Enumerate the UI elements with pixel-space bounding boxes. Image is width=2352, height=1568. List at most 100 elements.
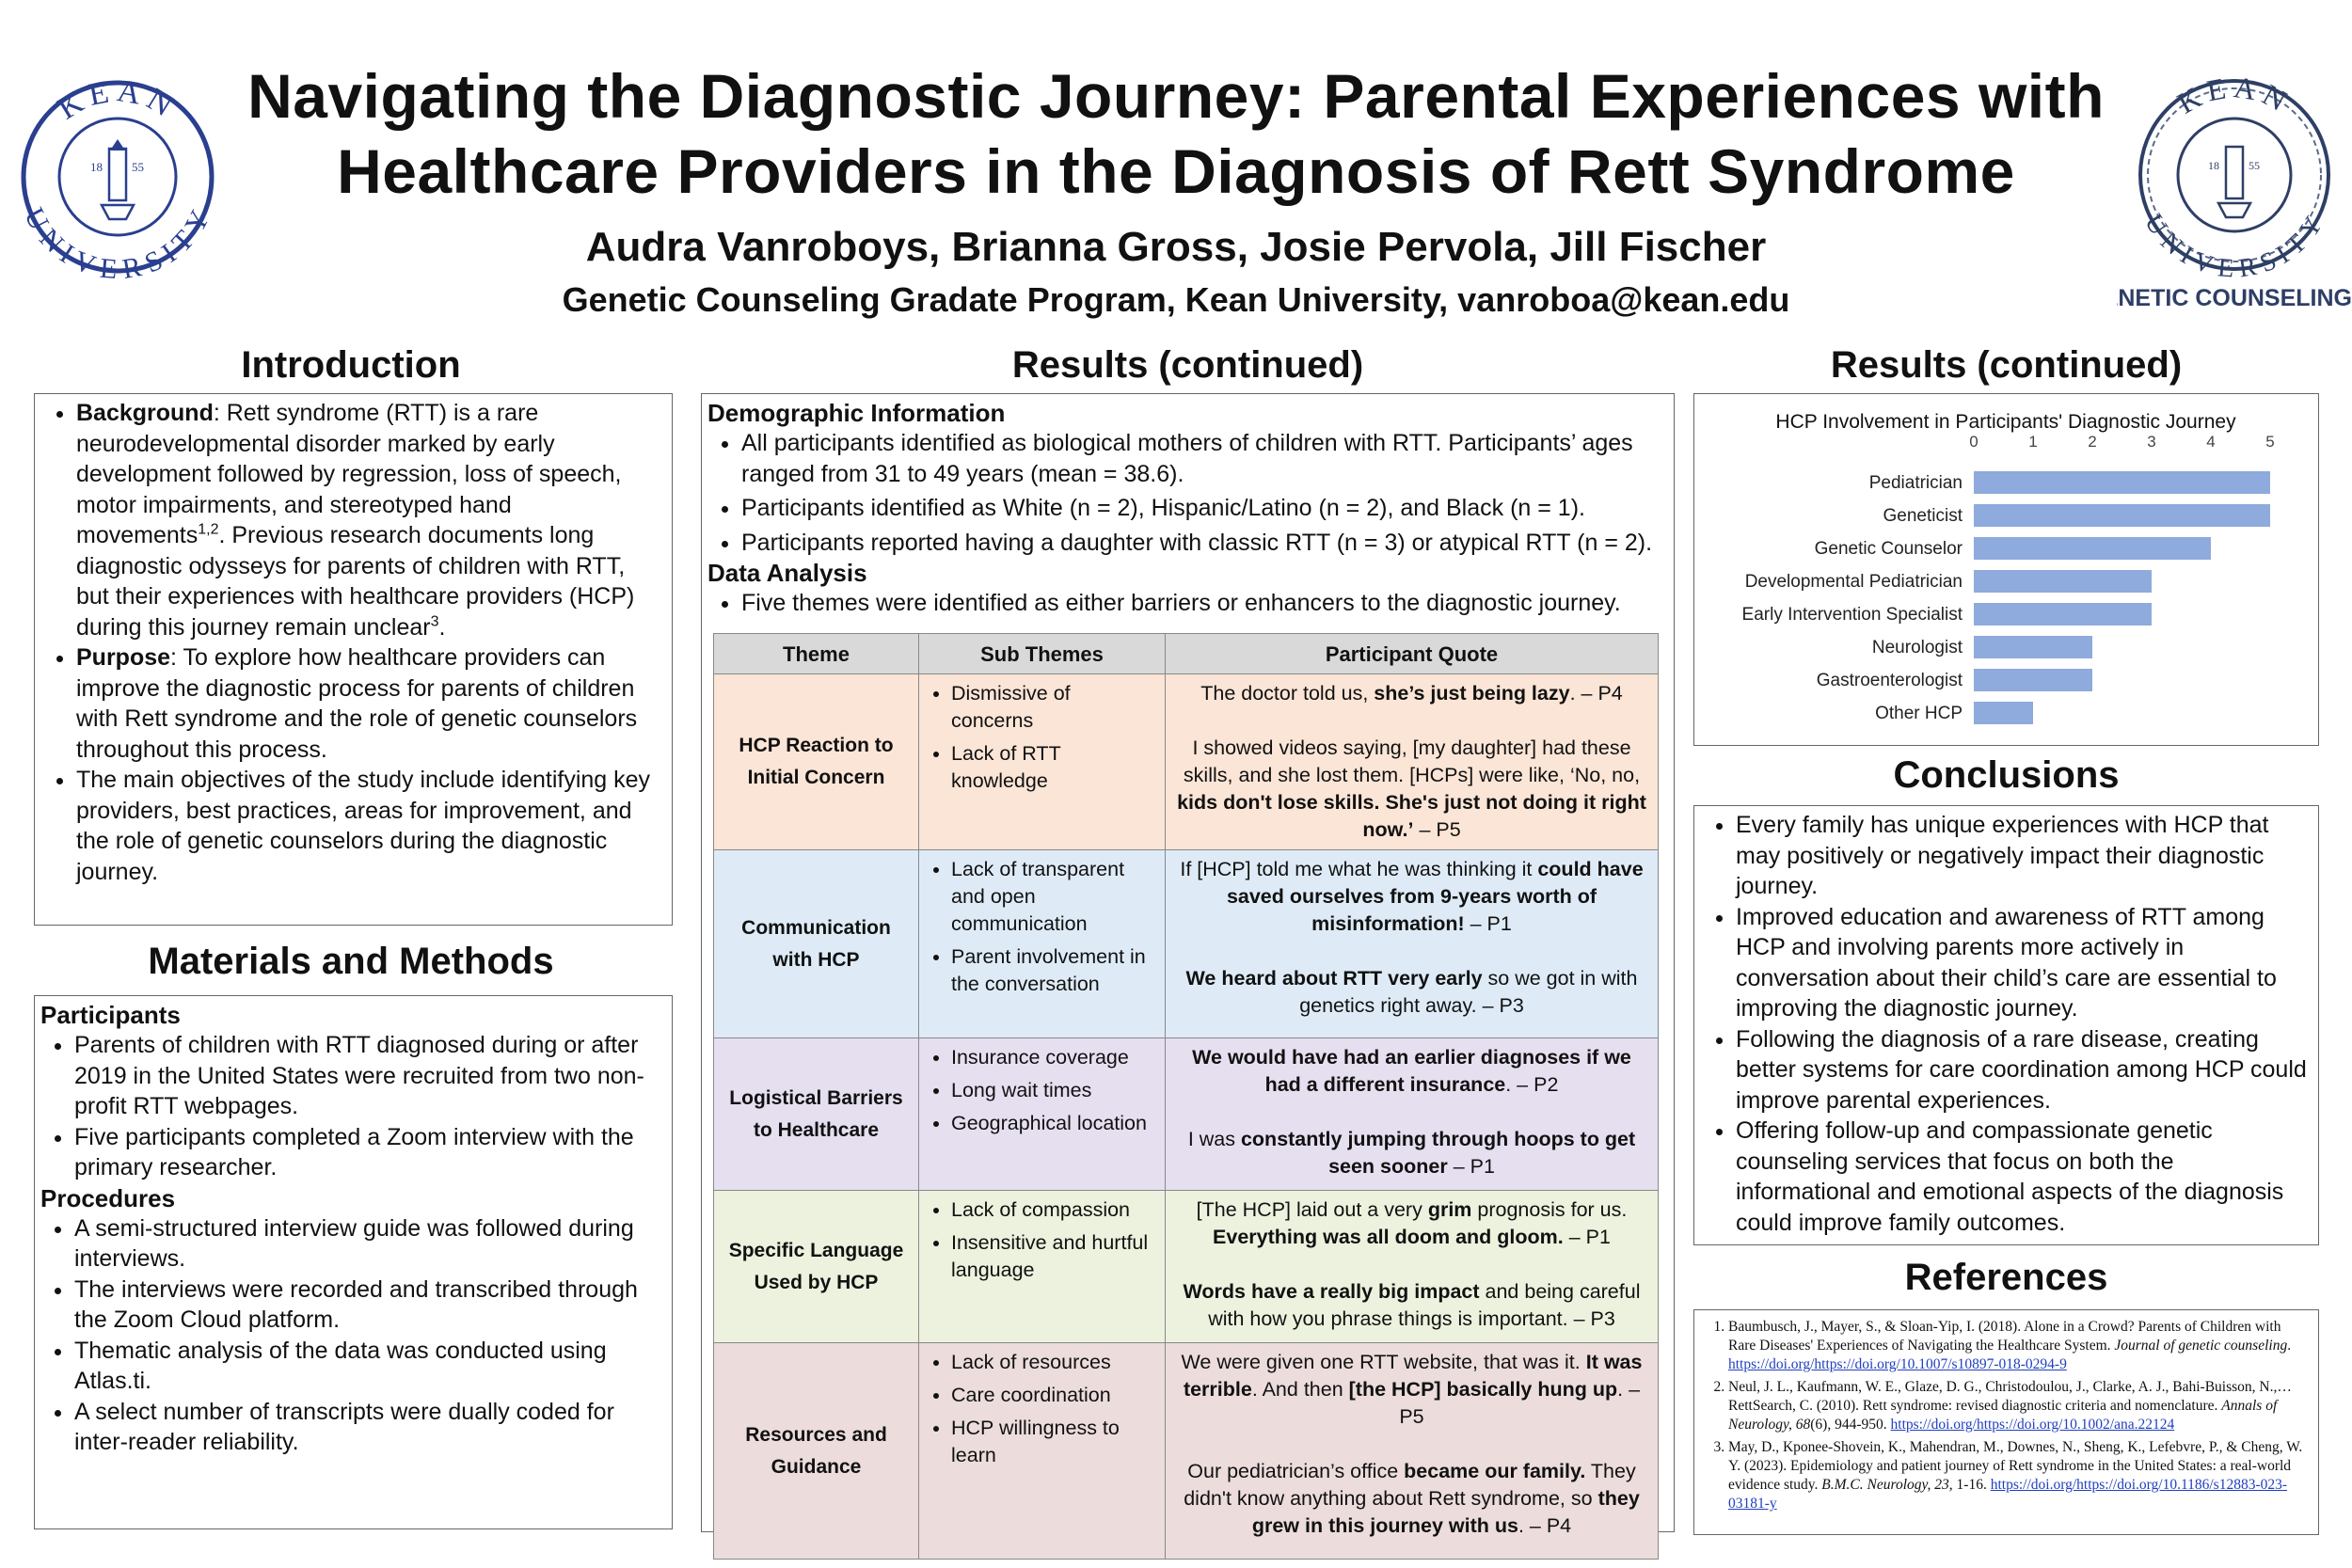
demographics-heading: Demographic Information (707, 399, 1006, 427)
authors: Audra Vanroboys, Brianna Gross, Josie Pe… (585, 224, 1767, 270)
bar-genetic-counselor (1974, 537, 2211, 560)
analysis-list: Five themes were identified as either ba… (707, 588, 1668, 619)
participant-quote: I was constantly jumping through hoops t… (1187, 1128, 1636, 1178)
list-item: A select number of transcripts were dual… (74, 1397, 666, 1458)
table-row: Specific Language Used by HCP Lack of com… (713, 1190, 1659, 1343)
theme-cell: Communication with HCP (713, 849, 919, 1038)
quote-cell: We would have had an earlier diagnoses i… (1165, 1037, 1659, 1191)
bar-geneticist (1974, 504, 2270, 527)
x-tick-label: 3 (2147, 433, 2155, 451)
bar-neurologist (1974, 636, 2092, 658)
results-right-heading: Results (continued) (1830, 344, 2183, 386)
reference-link[interactable]: https://doi.org/https://doi.org/10.1186/… (1728, 1477, 2288, 1512)
methods-heading: Materials and Methods (148, 941, 554, 982)
list-item: Improved education and awareness of RTT … (1736, 902, 2311, 1024)
genetic-counseling-caption: GENETIC COUNSELING (2117, 285, 2352, 311)
column-header: Theme (713, 633, 919, 674)
subthemes-list: Lack of resourcesCare coordinationHCP wi… (927, 1349, 1157, 1469)
list-item: All participants identified as biologica… (741, 428, 1668, 489)
list-item: Parents of children with RTT diagnosed d… (74, 1030, 666, 1122)
introduction-list: Background: Rett syndrome (RTT) is a rar… (37, 398, 662, 887)
list-item: The interviews were recorded and transcr… (74, 1275, 666, 1336)
conclusions-box: Every family has unique experiences with… (1693, 805, 2319, 1245)
results-mid-heading: Results (continued) (1011, 344, 1364, 386)
poster-title: Navigating the Diagnostic Journey: Paren… (216, 58, 2136, 209)
bar-other-hcp (1974, 702, 2033, 724)
table-header-row: Theme Sub Themes Participant Quote (713, 633, 1659, 674)
bar-pediatrician (1974, 471, 2270, 494)
quote-cell: We were given one RTT website, that was … (1165, 1342, 1659, 1560)
category-label: Developmental Pediatrician (1745, 572, 1963, 592)
reference-link[interactable]: https://doi.org/https://doi.org/10.1007/… (1728, 1356, 2067, 1372)
seal-year-right: 55 (132, 160, 144, 174)
column-header: Participant Quote (1165, 633, 1659, 674)
subthemes-cell: Dismissive of concernsLack of RTT knowle… (918, 673, 1166, 850)
conclusions-list: Every family has unique experiences with… (1696, 810, 2311, 1238)
category-label: Other HCP (1875, 704, 1963, 723)
x-tick-label: 0 (1969, 433, 1978, 451)
list-item: The main objectives of the study include… (76, 765, 662, 887)
themes-table-body: HCP Reaction to Initial ConcernDismissiv… (713, 673, 1659, 1560)
list-item: Background: Rett syndrome (RTT) is a rar… (76, 398, 662, 642)
table-row: Communication with HCPLack of transparen… (713, 849, 1659, 1038)
participant-quote: Our pediatrician’s office became our fam… (1184, 1460, 1640, 1537)
theme-cell: Specific Language Used by HCP (713, 1190, 919, 1343)
subthemes-cell: Lack of resourcesCare coordinationHCP wi… (918, 1342, 1166, 1560)
chart-box: HCP Involvement in Participants' Diagnos… (1693, 393, 2319, 746)
introduction-heading: Introduction (241, 344, 461, 386)
list-item: Lack of RTT knowledge (951, 740, 1157, 795)
list-item: Five participants completed a Zoom inter… (74, 1122, 666, 1183)
list-item: Every family has unique experiences with… (1736, 810, 2311, 902)
category-label: Early Intervention Specialist (1742, 605, 1963, 625)
x-tick-label: 1 (2028, 433, 2037, 451)
kean-seal-icon: KEAN UNIVERSITY 18 55 (18, 73, 215, 286)
bar-gastroenterologist (1974, 669, 2092, 691)
reference-item: May, D., Kponee-Shovein, K., Mahendran, … (1728, 1438, 2311, 1513)
category-label: Pediatrician (1869, 473, 1963, 493)
kean-genetic-counseling-seal-icon: KEAN UNIVERSITY 18 55 GENETIC COUNSELING (2084, 70, 2352, 311)
quote-cell: [The HCP] laid out a very grim prognosis… (1165, 1190, 1659, 1343)
list-item: Lack of compassion (951, 1196, 1157, 1224)
participant-quote: We would have had an earlier diagnoses i… (1192, 1046, 1631, 1096)
subthemes-list: Dismissive of concernsLack of RTT knowle… (927, 680, 1157, 795)
category-label: Neurologist (1872, 638, 1963, 657)
methods-box: Participants Parents of children with RT… (34, 995, 673, 1529)
reference-link[interactable]: https://doi.org/https://doi.org/10.1002/… (1890, 1417, 2175, 1433)
seal-top-text: KEAN (2171, 70, 2292, 120)
svg-text:KEAN: KEAN (2171, 77, 2297, 120)
themes-table: Theme Sub Themes Participant Quote HCP R… (713, 633, 1659, 1560)
analysis-heading: Data Analysis (707, 559, 867, 587)
subthemes-list: Lack of transparent and open communicati… (927, 856, 1157, 998)
participants-list: Parents of children with RTT diagnosed d… (40, 1030, 666, 1183)
list-item: Offering follow-up and compassionate gen… (1736, 1116, 2311, 1238)
quote-cell: The doctor told us, she’s just being laz… (1165, 673, 1659, 850)
list-item: Insurance coverage (951, 1044, 1157, 1071)
list-item: Lack of resources (951, 1349, 1157, 1376)
references-heading: References (1904, 1257, 2108, 1298)
table-row: Logistical Barriers to Healthcare Insuran… (713, 1037, 1659, 1191)
x-tick-label: 5 (2265, 433, 2274, 451)
seal-year-left: 18 (2208, 159, 2219, 172)
seal-year-right: 55 (2249, 159, 2260, 172)
participant-quote: We heard about RTT very early so we got … (1185, 967, 1638, 1017)
participant-quote: Words have a really big impact and being… (1183, 1280, 1641, 1330)
list-item: Thematic analysis of the data was conduc… (74, 1336, 666, 1397)
affiliation: Genetic Counseling Gradate Program, Kean… (562, 280, 1790, 319)
list-item: Long wait times (951, 1077, 1157, 1104)
bar-early-intervention-specialist (1974, 603, 2152, 626)
reference-item: Baumbusch, J., Mayer, S., & Sloan-Yip, I… (1728, 1318, 2311, 1374)
logo-left: KEAN UNIVERSITY 18 55 (18, 73, 215, 286)
seal-bottom-text: UNIVERSITY (18, 203, 215, 286)
logo-right: KEAN UNIVERSITY 18 55 GENETIC COUNSELING (2084, 70, 2352, 322)
theme-cell: Logistical Barriers to Healthcare (713, 1037, 919, 1191)
x-tick-label: 2 (2088, 433, 2096, 451)
quote-cell: If [HCP] told me what he was thinking it… (1165, 849, 1659, 1038)
bar-developmental-pediatrician (1974, 570, 2152, 593)
participant-quote: We were given one RTT website, that was … (1181, 1351, 1643, 1428)
table-row: HCP Reaction to Initial ConcernDismissiv… (713, 673, 1659, 850)
references-box: Baumbusch, J., Mayer, S., & Sloan-Yip, I… (1693, 1309, 2319, 1535)
category-label: Gastroenterologist (1817, 671, 1963, 690)
svg-text:UNIVERSITY: UNIVERSITY (2138, 209, 2330, 284)
seal-bottom-text: UNIVERSITY (2138, 209, 2328, 284)
chart-title: HCP Involvement in Participants' Diagnos… (1775, 411, 2236, 433)
